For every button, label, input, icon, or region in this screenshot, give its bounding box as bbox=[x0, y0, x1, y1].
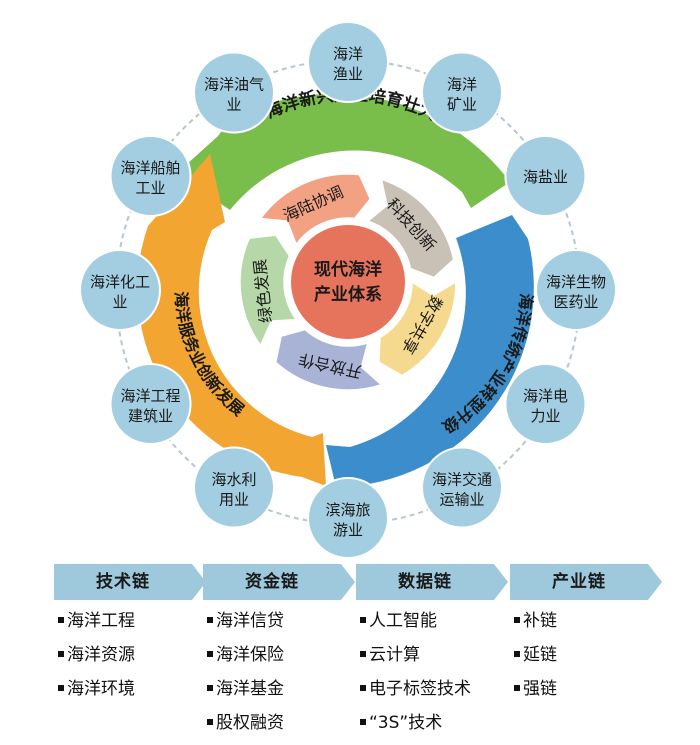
industry-bubble bbox=[109, 363, 192, 445]
industry-bubble bbox=[79, 249, 161, 331]
industry-label: 业 bbox=[112, 293, 127, 311]
list-item: 海洋基金 bbox=[203, 676, 355, 710]
chain-header: 资金链 bbox=[203, 564, 355, 600]
industry-label: 运输业 bbox=[439, 490, 484, 508]
industry-label: 游业 bbox=[333, 521, 363, 539]
bullet-icon bbox=[207, 718, 213, 725]
industry-bubble bbox=[535, 249, 617, 331]
list-item: 海洋信贷 bbox=[203, 608, 355, 642]
industry-label: 业 bbox=[226, 96, 241, 114]
bullet-icon bbox=[58, 616, 64, 623]
chain-title-data: 数据链 bbox=[398, 572, 452, 592]
inner-ring-segment bbox=[274, 328, 383, 391]
chain-items: 海洋工程 海洋资源 海洋环境 bbox=[54, 608, 206, 710]
industry-label: 矿业 bbox=[447, 96, 477, 114]
industry-label: 渔业 bbox=[333, 65, 363, 83]
bullet-icon bbox=[360, 616, 366, 623]
industry-bubble bbox=[504, 363, 587, 445]
industry-bubbles: 海洋渔业海洋矿业海盐业海洋生物医药业海洋电力业海洋交通运输业滨海旅游业海水利用业… bbox=[79, 21, 617, 559]
chain-header: 产业链 bbox=[510, 564, 662, 600]
industry-label: 海洋工程 bbox=[121, 387, 181, 405]
center-circle bbox=[289, 223, 407, 341]
industry-label: 海洋生物 bbox=[546, 273, 606, 291]
industry-bubble bbox=[193, 51, 275, 134]
industry-bubble bbox=[421, 51, 503, 134]
list-item: 电子标签技术 bbox=[356, 676, 508, 710]
industry-label: 用业 bbox=[219, 490, 249, 508]
industry-label: 海洋 bbox=[333, 45, 363, 63]
list-item: 海洋资源 bbox=[54, 642, 206, 676]
bullet-icon bbox=[514, 684, 520, 691]
center-label-line2: 产业体系 bbox=[314, 284, 382, 305]
industry-bubble bbox=[421, 446, 503, 529]
chain-capital: 资金链 海洋信贷 海洋保险 海洋基金 股权融资 bbox=[203, 564, 355, 744]
bullet-icon bbox=[360, 718, 366, 725]
industry-label: 力业 bbox=[530, 407, 560, 425]
industry-label: 海洋船舶 bbox=[121, 159, 181, 177]
list-item: 人工智能 bbox=[356, 608, 508, 642]
chain-items: 人工智能 云计算 电子标签技术 “3S”技术 bbox=[356, 608, 508, 744]
list-item: 补链 bbox=[510, 608, 662, 642]
bullet-icon bbox=[360, 650, 366, 657]
industry-system-diagram: 海洋新兴产业培育壮大 海洋传统产业转型升级 海洋服务业创新发展 海陆协调科技创新… bbox=[79, 21, 617, 559]
inner-ring-segment bbox=[259, 173, 372, 246]
industry-label: 海洋电 bbox=[523, 387, 568, 405]
list-item: 延链 bbox=[510, 642, 662, 676]
chain-section: 技术链 海洋工程 海洋资源 海洋环境 资金链 海洋信贷 海洋保险 海洋基金 股权… bbox=[0, 564, 700, 745]
inner-ring-segment bbox=[366, 178, 455, 279]
industry-label: 海洋化工 bbox=[90, 273, 150, 291]
bullet-icon bbox=[514, 650, 520, 657]
industry-bubble bbox=[307, 21, 389, 103]
industry-label: 海盐业 bbox=[523, 168, 568, 186]
center-label-line1: 现代海洋 bbox=[314, 259, 382, 280]
bullet-icon bbox=[58, 684, 64, 691]
industry-bubble bbox=[307, 477, 389, 559]
list-item: 股权融资 bbox=[203, 710, 355, 744]
industry-bubble bbox=[193, 446, 275, 529]
list-item: 海洋工程 bbox=[54, 608, 206, 642]
chain-data: 数据链 人工智能 云计算 电子标签技术 “3S”技术 bbox=[356, 564, 508, 744]
chain-items: 补链 延链 强链 bbox=[510, 608, 662, 710]
bullet-icon bbox=[514, 616, 520, 623]
industry-label: 海水利 bbox=[211, 470, 256, 488]
bullet-icon bbox=[207, 650, 213, 657]
industry-label: 海洋油气 bbox=[204, 76, 264, 94]
outer-arc-right bbox=[326, 215, 534, 487]
inner-ring: 海陆协调科技创新数字共享开放合作绿色发展 bbox=[239, 173, 457, 391]
industry-label: 海洋交通 bbox=[432, 470, 492, 488]
industry-bubble bbox=[504, 135, 587, 217]
chain-header: 技术链 bbox=[54, 564, 206, 600]
bullet-icon bbox=[360, 684, 366, 691]
industry-label: 滨海旅 bbox=[325, 501, 370, 519]
chain-title-industry: 产业链 bbox=[552, 572, 606, 592]
industry-label: 建筑业 bbox=[128, 407, 173, 425]
list-item: “3S”技术 bbox=[356, 710, 508, 744]
inner-ring-segment bbox=[239, 234, 298, 347]
bullet-icon bbox=[207, 684, 213, 691]
list-item: 云计算 bbox=[356, 642, 508, 676]
chain-title-tech: 技术链 bbox=[96, 572, 150, 592]
list-item: 海洋保险 bbox=[203, 642, 355, 676]
industry-label: 海洋 bbox=[447, 76, 477, 94]
list-item: 强链 bbox=[510, 676, 662, 710]
chain-items: 海洋信贷 海洋保险 海洋基金 股权融资 bbox=[203, 608, 355, 744]
list-item: 海洋环境 bbox=[54, 676, 206, 710]
bullet-icon bbox=[207, 616, 213, 623]
industry-bubble bbox=[109, 135, 192, 217]
industry-label: 医药业 bbox=[553, 293, 598, 311]
chain-industry: 产业链 补链 延链 强链 bbox=[510, 564, 662, 710]
inner-ring-segment bbox=[378, 280, 457, 377]
chain-title-capital: 资金链 bbox=[245, 572, 299, 592]
industry-label: 工业 bbox=[136, 179, 166, 197]
chain-tech: 技术链 海洋工程 海洋资源 海洋环境 bbox=[54, 564, 206, 710]
bullet-icon bbox=[58, 650, 64, 657]
chain-header: 数据链 bbox=[356, 564, 508, 600]
